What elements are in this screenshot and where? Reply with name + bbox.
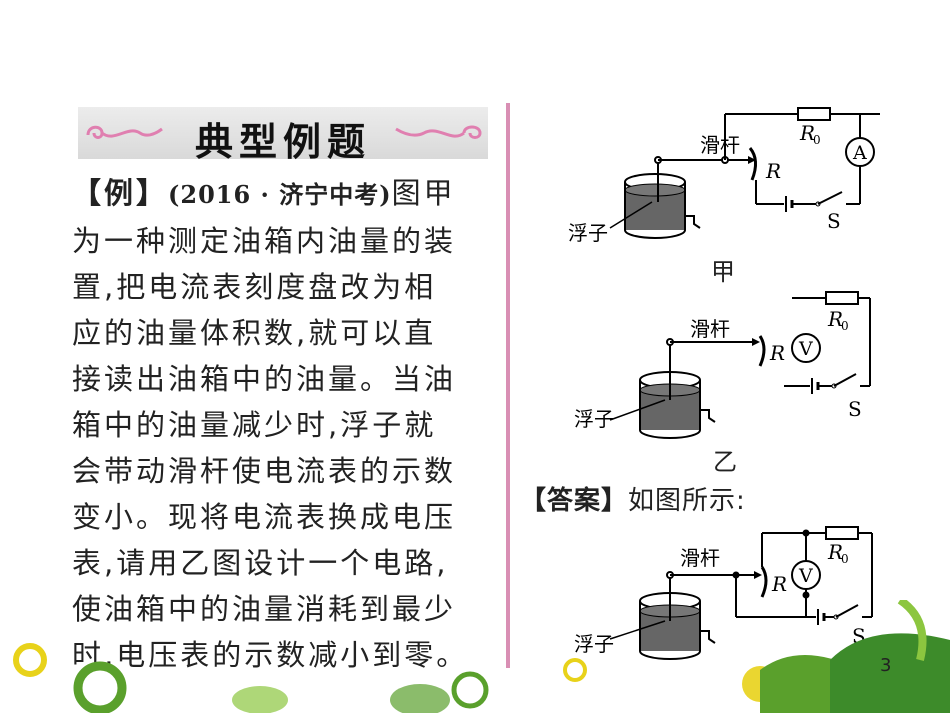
- r0-subscript: 0: [813, 133, 821, 147]
- float-label: 浮子: [568, 221, 608, 245]
- section-banner: 典型例题: [78, 107, 488, 164]
- problem-line: 为一种测定油箱内油量的装: [72, 224, 457, 258]
- problem-line: 会带动滑杆使电流表的示数: [72, 454, 457, 488]
- problem-line: 箱中的油量减少时,浮子就: [72, 408, 437, 442]
- float-label: 浮子: [574, 407, 614, 431]
- slider-label: 滑杆: [680, 546, 720, 570]
- r-label: R: [769, 341, 785, 365]
- voltmeter-label: V: [798, 338, 813, 360]
- banner-title: 典型例题: [194, 119, 371, 164]
- r0-label: R: [827, 307, 843, 331]
- switch-label: S: [827, 209, 841, 233]
- figure-jia-caption: 甲: [711, 258, 735, 286]
- figure-jia-diagram: 滑杆 浮子 R R 0 A S: [568, 107, 880, 245]
- float-label: 浮子: [574, 632, 614, 656]
- example-tag: 【例】: [72, 176, 169, 210]
- answer-text: 如图所示:: [628, 486, 746, 516]
- page-number: 3: [880, 655, 892, 676]
- switch-icon: [833, 373, 857, 387]
- r0-subscript: 0: [841, 552, 849, 566]
- answer-line: 【答案】如图所示:: [520, 480, 746, 517]
- problem-line: 接读出油箱中的油量。当油: [72, 362, 457, 396]
- yellow-ring-icon: [13, 643, 47, 677]
- problem-line: 变小。现将电流表换成电压: [72, 500, 457, 534]
- switch-icon: [835, 604, 859, 618]
- problem-line: 置,把电流表刻度盘改为相: [72, 270, 437, 304]
- source-citation: (2016 · 济宁中考): [168, 180, 392, 209]
- switch-label: S: [848, 397, 862, 421]
- decorative-bottom-art: [0, 600, 950, 713]
- tap-icon: [700, 630, 716, 644]
- problem-line: 时,电压表的示数减小到零。: [72, 638, 469, 672]
- problem-line: 表,请用乙图设计一个电路,: [72, 546, 449, 580]
- green-ring-icon: [73, 661, 127, 713]
- r0-label: R: [827, 540, 843, 564]
- figure-yi-caption: 乙: [713, 448, 737, 476]
- slider-label: 滑杆: [700, 133, 740, 157]
- problem-line-1-text: 图甲: [391, 176, 456, 210]
- r0-subscript: 0: [841, 319, 849, 333]
- tap-icon: [685, 215, 701, 229]
- ammeter-label: A: [852, 142, 867, 164]
- problem-text: 【例】(2016 · 济宁中考)图甲 为一种测定油箱内油量的装 置,把电流表刻度…: [72, 170, 497, 678]
- switch-icon: [817, 191, 843, 205]
- left-swirl-icon: [86, 125, 163, 139]
- column-divider: [506, 103, 510, 668]
- figure-yi-diagram: 滑杆 浮子 R R 0 V S: [574, 291, 871, 439]
- r0-label: R: [799, 121, 815, 145]
- answer-tag: 【答案】: [520, 486, 629, 516]
- oil-fill: [625, 190, 685, 230]
- r-label: R: [771, 572, 787, 596]
- right-swirl-icon: [395, 125, 482, 139]
- r-label: R: [765, 159, 781, 183]
- slider-label: 滑杆: [690, 317, 730, 341]
- problem-line: 使油箱中的油量消耗到最少: [72, 592, 457, 626]
- tap-icon: [700, 409, 716, 423]
- answer-diagram: 滑杆 浮子 R R 0 V S: [574, 526, 873, 660]
- problem-line-1: 【例】(2016 · 济宁中考)图甲: [72, 170, 497, 218]
- problem-line: 应的油量体积数,就可以直: [72, 316, 437, 350]
- voltmeter-label: V: [798, 565, 813, 587]
